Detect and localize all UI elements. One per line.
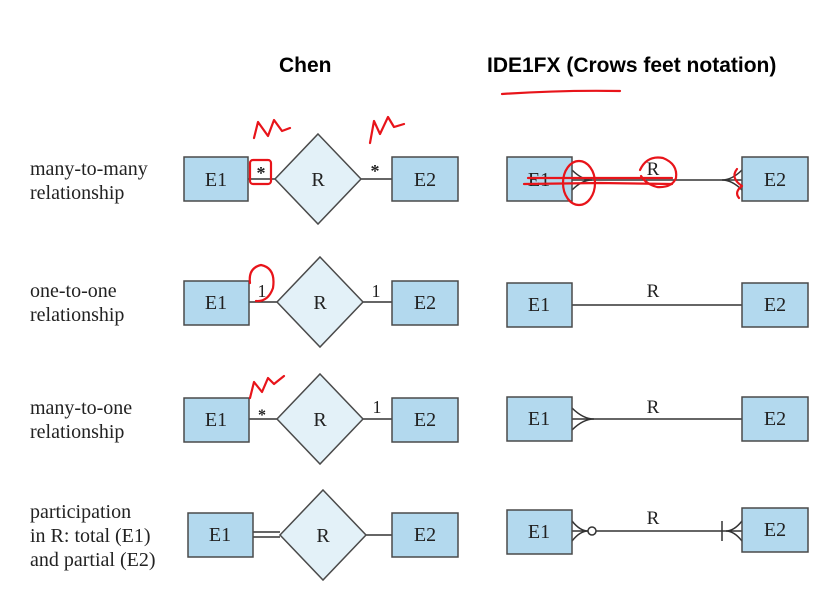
entity-box [741,507,809,553]
entity-label: E2 [764,408,786,430]
entity-label: E1 [209,524,231,546]
scribble-n [248,374,286,400]
cardinality-right: 1 [373,397,382,417]
circle-annotation [248,263,275,303]
chen-row-one-to-one: E1 R E2 1 1 [183,255,459,349]
entity-label: E2 [414,292,436,314]
circle-annotation [561,159,597,207]
entity-label: E1 [205,169,227,191]
chen-row-many-to-one: E1 R E2 * 1 [183,372,459,466]
entity-label: E1 [205,409,227,431]
circle-annotation [638,156,678,189]
optional-circle-icon [587,526,597,536]
entity-box [741,156,809,202]
row-label-one-to-one: one-to-one relationship [30,279,124,327]
scribble-mark [733,167,744,200]
idef1x-row-participation: E1 E2 R [506,507,809,555]
chen-row-many-to-many: E1 R E2 * * [183,132,459,226]
entity-label: E2 [414,524,436,546]
entity-box [183,397,250,443]
row-label-line: one-to-one [30,280,117,302]
row-label-line: relationship [30,421,125,443]
chen-heading: Chen [279,54,332,77]
cardinality-right: * [371,161,380,181]
row-label-line: and partial (E2) [30,549,156,571]
circle-annotation [248,158,273,186]
relationship-label: R [647,397,660,418]
scribble-m [252,118,292,140]
relationship-label: R [311,169,325,191]
row-label-line: participation [30,501,132,523]
crows-foot-icon [571,407,595,431]
entity-label: E2 [414,169,436,191]
entity-box [741,396,809,442]
relationship-label: R [313,409,327,431]
chen-row-participation: E1 R E2 [187,488,459,582]
row-label-line: relationship [30,304,125,326]
entity-box [391,512,459,558]
relationship-diamond [275,255,365,349]
entity-box [741,282,809,328]
row-label-participation: participation in R: total (E1) and parti… [30,500,156,572]
cardinality-left: * [258,407,266,424]
entity-label: E1 [528,294,550,316]
entity-box [183,280,250,326]
entity-label: E2 [764,169,786,191]
entity-label: E2 [764,519,786,541]
underline-scribble [500,89,622,96]
row-label-line: relationship [30,182,125,204]
entity-label: E1 [528,408,550,430]
handwritten-annotations [248,89,744,400]
entity-label: E1 [528,169,550,191]
entity-label: E2 [414,409,436,431]
cardinality-left: 1 [258,281,267,301]
relationship-label: R [647,159,660,180]
idef1x-row-one-to-one: E1 E2 R [506,281,809,328]
row-label-line: many-to-many [30,158,148,180]
relationship-diamond [278,488,368,582]
entity-box [183,156,249,202]
row-label-many-to-many: many-to-many relationship [30,157,148,205]
relationship-label: R [316,525,330,547]
relationship-diamond [273,132,363,226]
relationship-label: R [647,281,660,302]
row-label-line: many-to-one [30,397,133,419]
relationship-label: R [313,292,327,314]
relationship-label: R [647,508,660,529]
entity-box [506,396,573,442]
scribble-n [368,115,406,145]
entity-box [506,509,573,555]
entity-box [391,280,459,326]
row-label-many-to-one: many-to-one relationship [30,396,132,444]
entity-label: E2 [764,294,786,316]
entity-box [187,512,254,558]
entity-box [506,282,573,328]
entity-box [391,156,459,202]
idef1x-heading: IDE1FX (Crows feet notation) [487,54,777,77]
cardinality-left: * [257,163,266,183]
entity-label: E1 [528,521,550,543]
cardinality-right: 1 [372,281,381,301]
crows-foot-icon [571,520,589,542]
entity-label: E1 [205,292,227,314]
idef1x-row-many-to-one: E1 E2 R [506,396,809,442]
row-label-line: in R: total (E1) [30,525,151,547]
relationship-diamond [275,372,365,466]
entity-box [391,397,459,443]
crows-foot-icon [725,520,743,542]
